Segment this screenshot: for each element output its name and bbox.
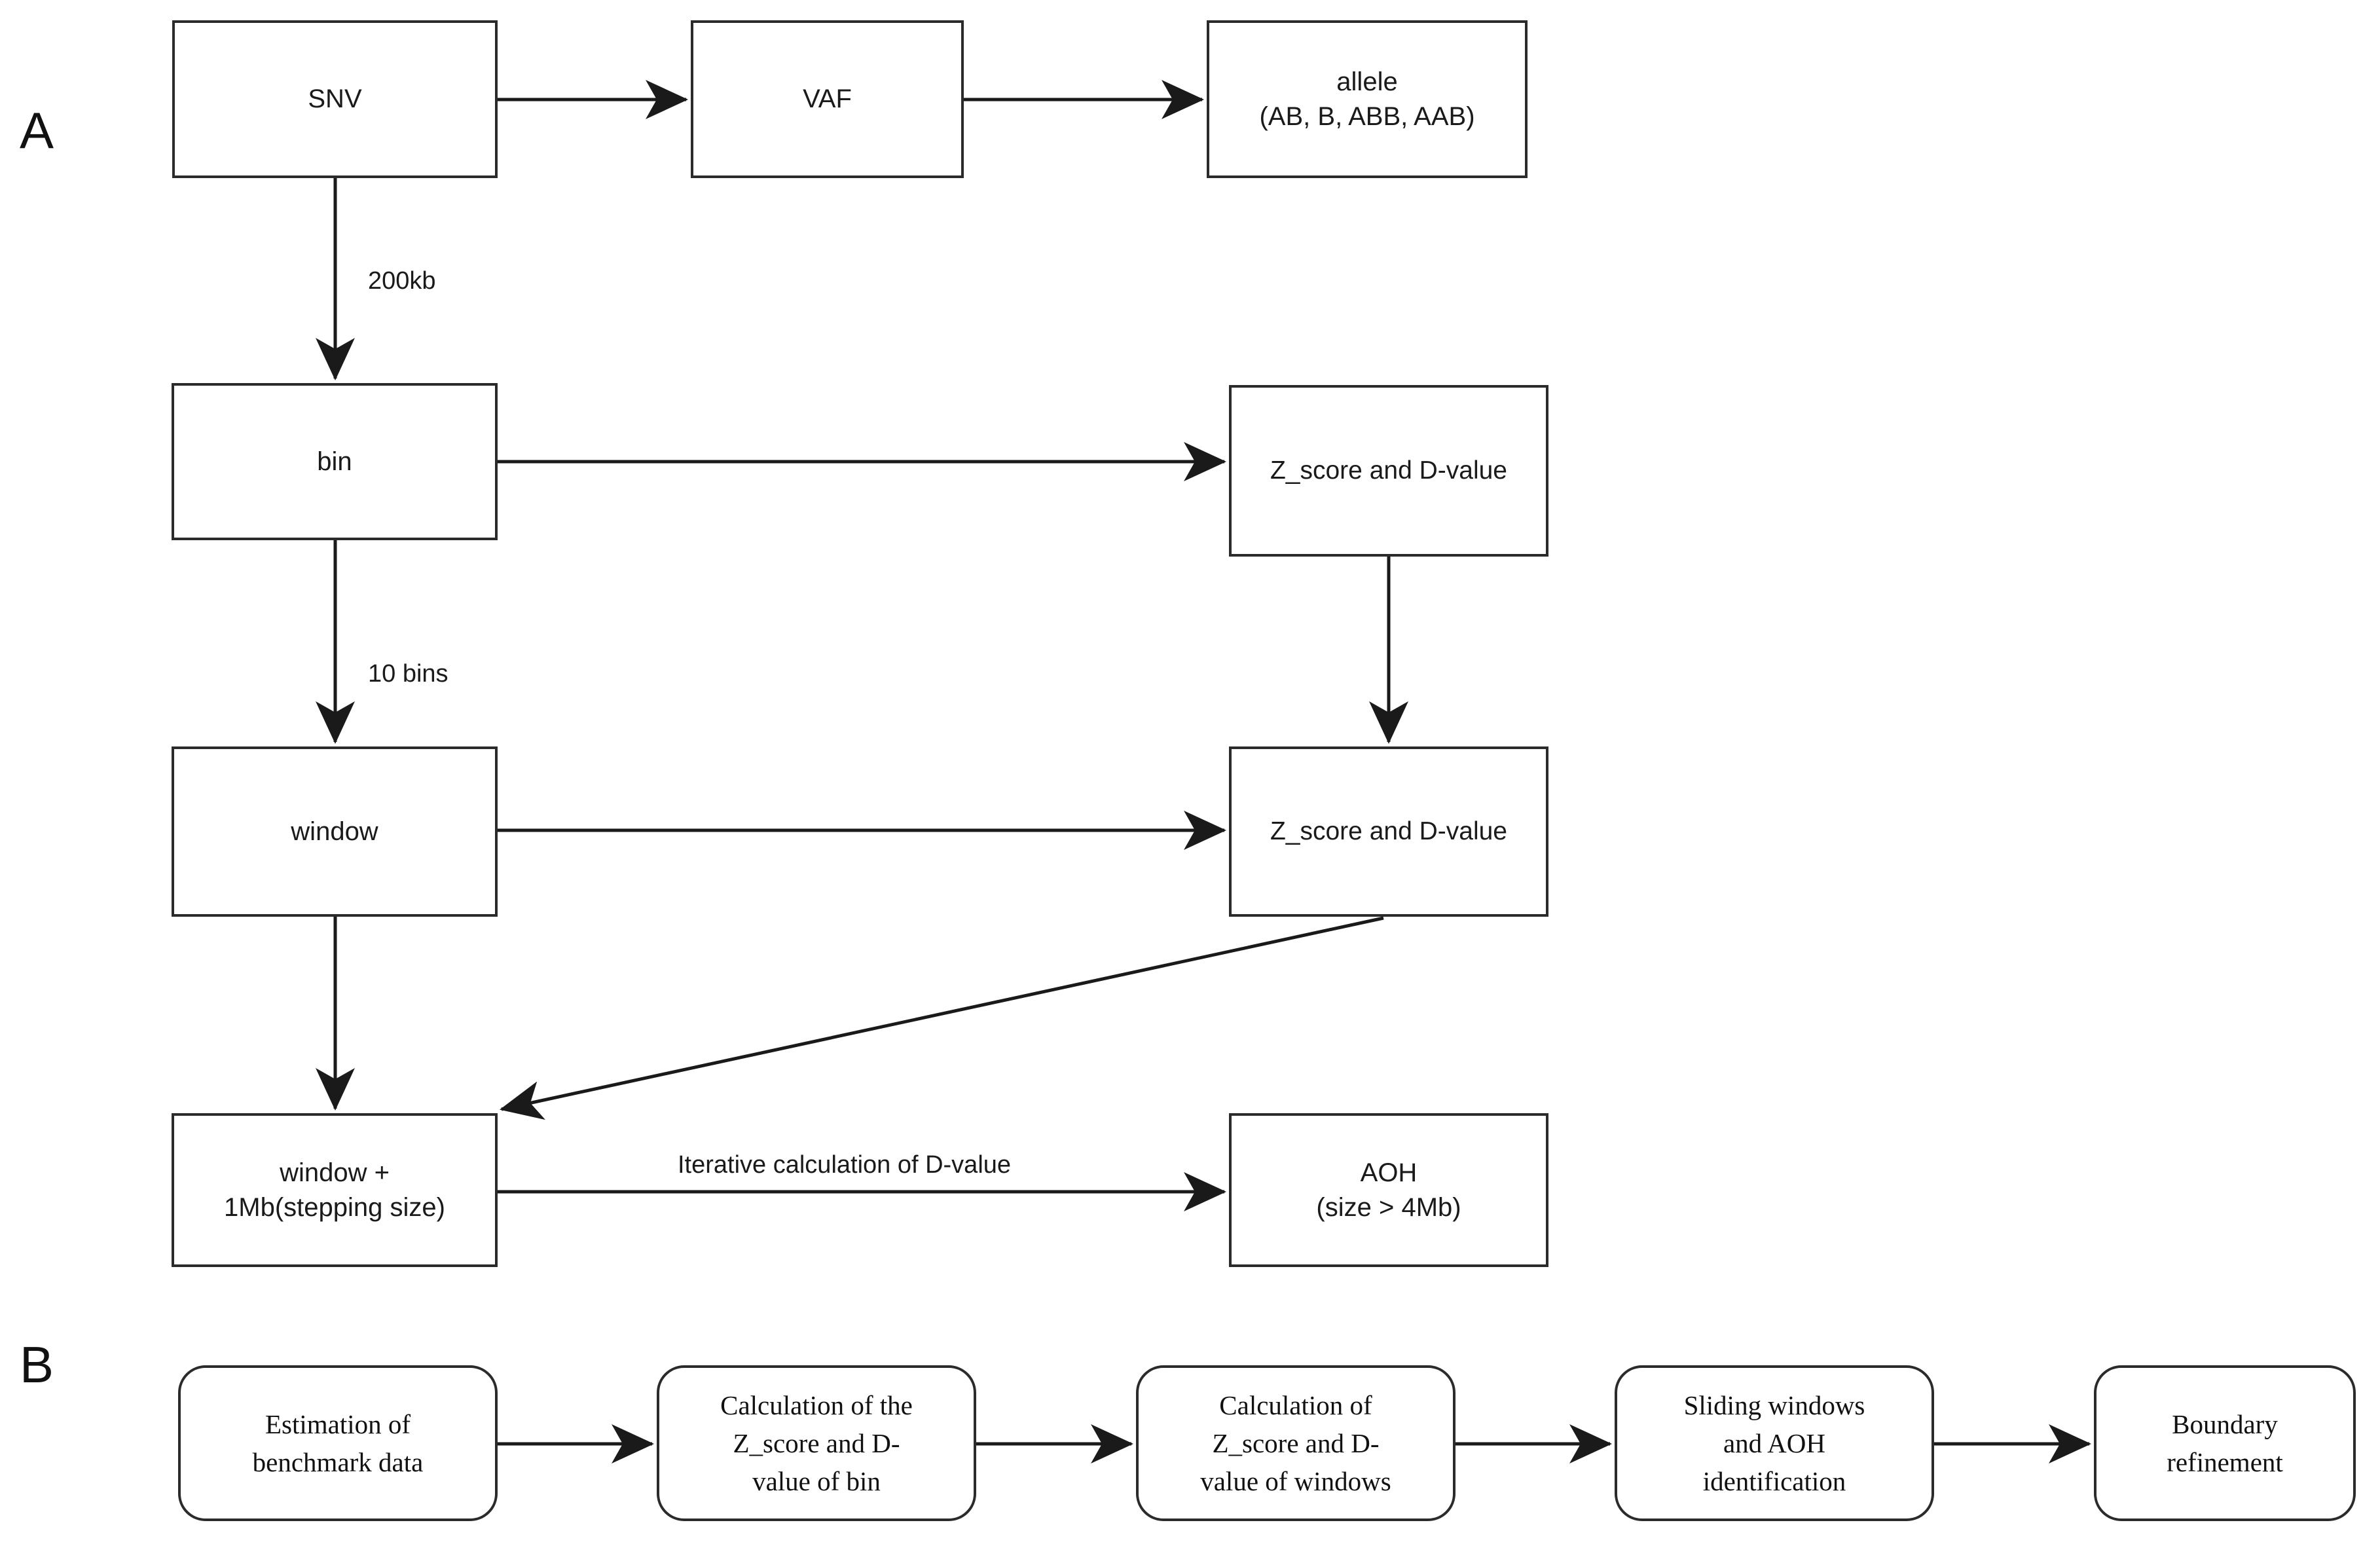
- panel-label-a: A: [20, 101, 54, 159]
- connector-zscore-window-to-window-plus-1mb: [500, 916, 1384, 1120]
- node-zscore-dvalue-bin[interactable]: Z_score and D-value: [1229, 385, 1548, 557]
- node-sliding-windows-aoh-identification[interactable]: Sliding windows and AOH identification: [1615, 1365, 1934, 1521]
- edge-label-iterative-calculation: Iterative calculation of D-value: [678, 1151, 1012, 1179]
- panel-label-b: B: [20, 1336, 54, 1393]
- node-window-plus-1mb[interactable]: window + 1Mb(stepping size): [172, 1113, 498, 1267]
- node-estimation-benchmark-data[interactable]: Estimation of benchmark data: [178, 1365, 498, 1521]
- node-vaf[interactable]: VAF: [691, 20, 964, 178]
- node-allele[interactable]: allele (AB, B, ABB, AAB): [1207, 20, 1528, 178]
- edge-label-10-bins: 10 bins: [368, 660, 449, 688]
- node-zscore-dvalue-window[interactable]: Z_score and D-value: [1229, 746, 1548, 917]
- node-calculation-zscore-dvalue-windows[interactable]: Calculation of Z_score and D- value of w…: [1136, 1365, 1455, 1521]
- node-aoh[interactable]: AOH (size > 4Mb): [1229, 1113, 1548, 1267]
- edge-label-200kb: 200kb: [368, 267, 436, 295]
- node-calculation-zscore-dvalue-bin[interactable]: Calculation of the Z_score and D- value …: [657, 1365, 976, 1521]
- node-boundary-refinement[interactable]: Boundary refinement: [2094, 1365, 2356, 1521]
- node-bin[interactable]: bin: [172, 383, 498, 540]
- node-window[interactable]: window: [172, 746, 498, 917]
- node-snv[interactable]: SNV: [172, 20, 498, 178]
